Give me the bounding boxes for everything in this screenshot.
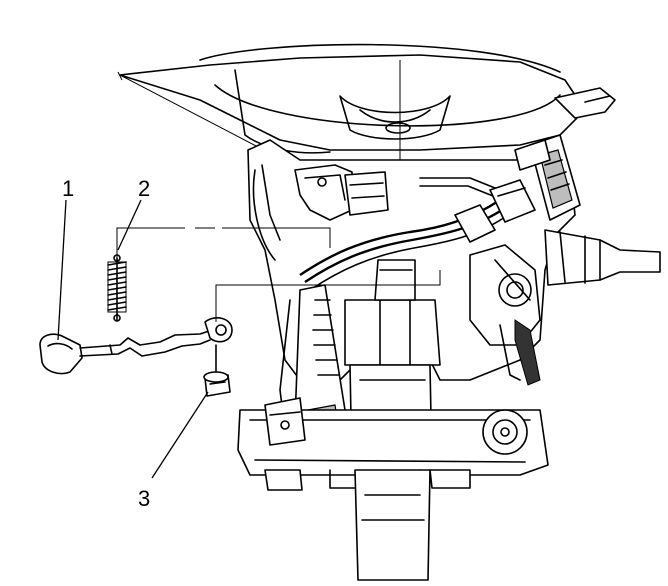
steering-wheel-hub	[117, 43, 616, 180]
right-side-connectors	[514, 134, 661, 286]
lower-mounting-bracket	[237, 397, 549, 581]
callout-1: 1	[62, 176, 74, 201]
callout-2: 2	[138, 176, 150, 201]
tilt-mechanism	[469, 244, 541, 386]
callout-3: 3	[138, 486, 150, 511]
part-3-bolt	[203, 344, 231, 397]
callout-leaders	[57, 199, 209, 479]
part-2-spring	[107, 254, 127, 322]
part-1-tilt-lever	[39, 317, 233, 375]
assembly-guide-lines	[116, 227, 441, 322]
wiring-harness	[299, 177, 536, 291]
